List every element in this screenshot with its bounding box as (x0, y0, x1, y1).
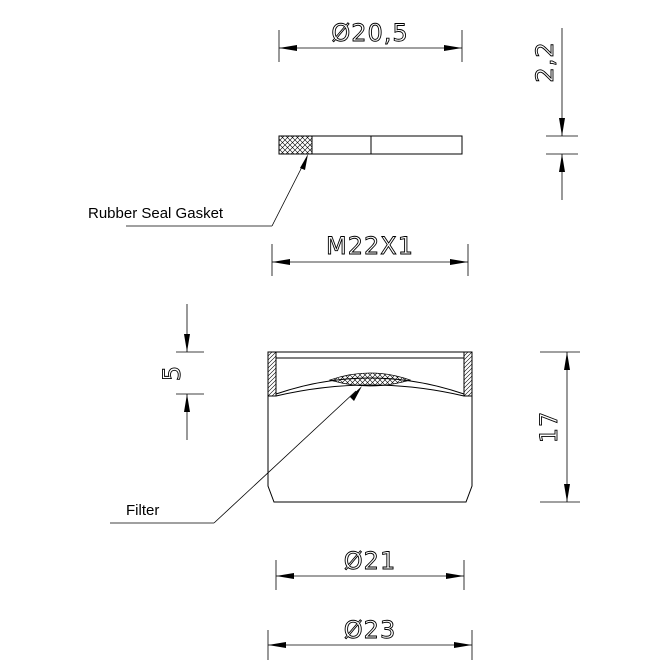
dimension-text-gasket-thickness: 2,2 (531, 41, 559, 82)
callout-gasket: Rubber Seal Gasket (88, 154, 308, 227)
dimension-text-gasket-diameter: Ø20,5 (331, 19, 408, 47)
dimension-outer-diameter: Ø23 (267, 616, 473, 660)
dimension-gasket-diameter: Ø20,5 (278, 19, 463, 62)
dimension-text-top-depth: 5 (158, 365, 186, 381)
dimension-text-inner-diameter: Ø21 (344, 547, 396, 575)
dimension-gasket-thickness: 2,2 (531, 28, 578, 200)
aerator-body (267, 351, 473, 503)
label-rubber-seal-gasket: Rubber Seal Gasket (88, 205, 224, 222)
dimension-inner-diameter: Ø21 (275, 547, 465, 590)
rubber-seal-gasket (278, 135, 463, 155)
dimension-text-height: 17 (535, 411, 563, 444)
dimension-text-thread: M22X1 (326, 232, 414, 260)
callout-filter: Filter (110, 386, 362, 524)
label-filter: Filter (126, 502, 159, 519)
dimension-text-outer-diameter: Ø23 (344, 616, 396, 644)
dimension-top-depth: 5 (158, 304, 204, 440)
dimension-thread: M22X1 (271, 232, 469, 276)
dimension-height: 17 (535, 351, 580, 503)
